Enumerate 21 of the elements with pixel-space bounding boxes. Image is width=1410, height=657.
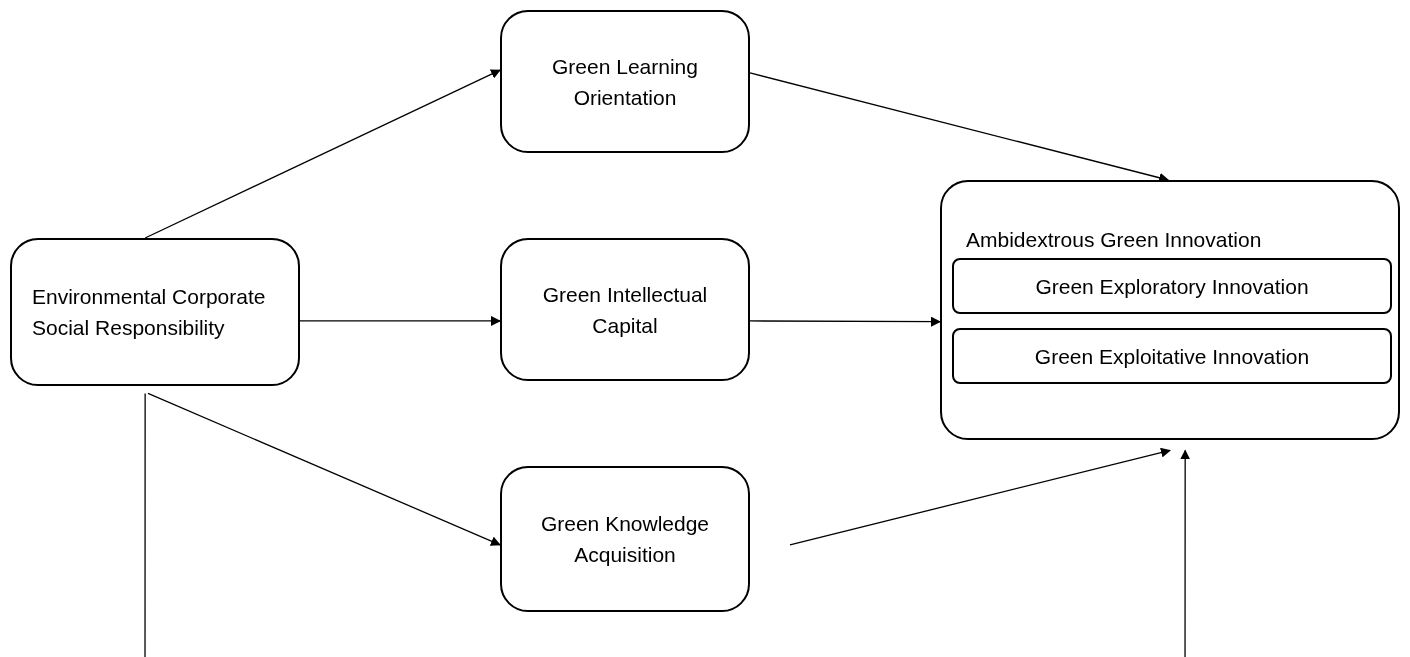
- arrow: [789, 447, 1171, 546]
- arrow: [144, 392, 1191, 657]
- node-label: Green Exploitative Innovation: [1034, 343, 1310, 370]
- process-box: [500, 466, 750, 612]
- process-box: [500, 10, 750, 153]
- arrow: [147, 392, 501, 546]
- arrow: [144, 69, 501, 239]
- arrow: [299, 315, 501, 326]
- arrow: [749, 72, 1170, 183]
- node-label: Green Knowledge Acquisition: [539, 511, 711, 568]
- process-box: [10, 238, 300, 386]
- node-label: Green Learning Orientation: [551, 53, 699, 111]
- node-label: Environmental Corporate Social Responsibility: [32, 284, 267, 341]
- process-box: [952, 258, 1392, 314]
- node-label: Green Exploratory Innovation: [1035, 273, 1309, 300]
- process-box: [952, 328, 1392, 384]
- process-box: [500, 238, 750, 381]
- node-label: Green Intellectual Capital: [541, 281, 709, 339]
- group-title: Ambidextrous Green Innovation: [966, 227, 1262, 253]
- group-box: [940, 180, 1400, 440]
- arrow: [749, 316, 941, 327]
